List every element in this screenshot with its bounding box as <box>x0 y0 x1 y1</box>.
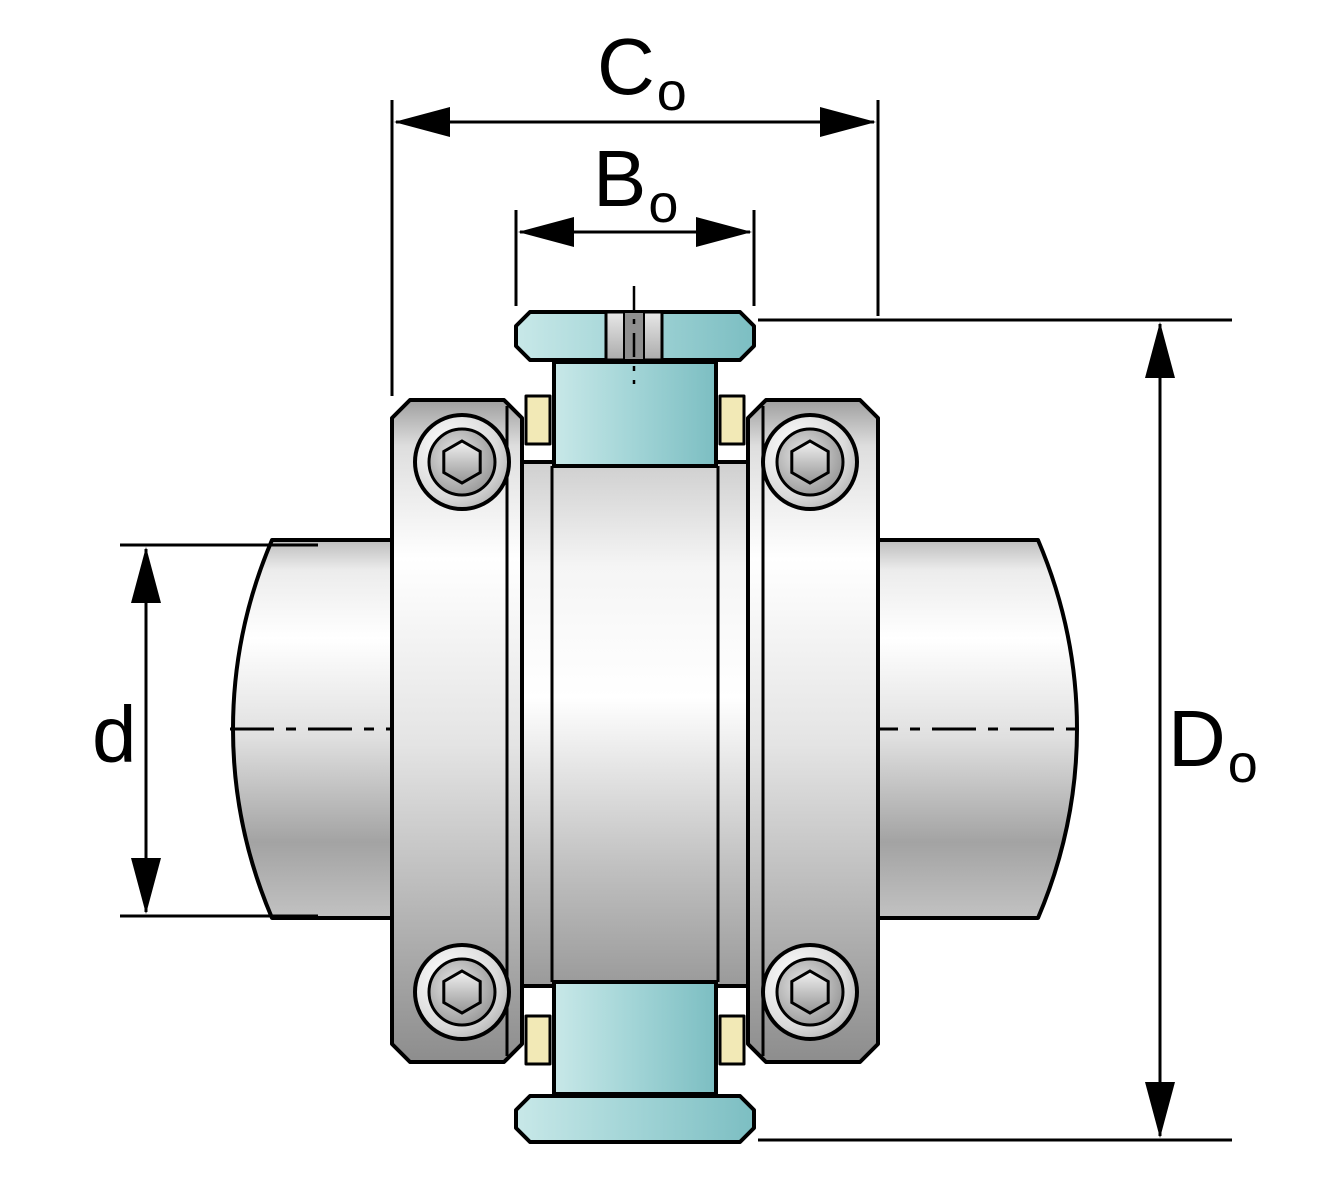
label-co: Co <box>597 22 687 122</box>
bo-arrowhead-left <box>518 217 574 247</box>
grease-fitting-bottom <box>514 980 756 1144</box>
dimension-d: d <box>92 543 318 918</box>
bolt-bottom-right <box>761 943 859 1041</box>
top-shim-right <box>718 394 746 446</box>
label-do: Do <box>1168 694 1258 794</box>
bottom-shim-right <box>718 1014 746 1066</box>
bolt-top-left <box>413 413 511 511</box>
bottom-cap <box>514 1094 756 1144</box>
left-flange <box>390 398 524 1064</box>
top-shim-left <box>524 394 552 446</box>
housing <box>390 398 880 1064</box>
label-d: d <box>92 690 137 779</box>
grease-fitting-top <box>514 286 756 468</box>
top-adapter-block <box>552 360 718 468</box>
bolt-bottom-left <box>413 943 511 1041</box>
bottom-shim-left <box>524 1014 552 1066</box>
co-arrowhead-right <box>820 107 876 137</box>
bottom-adapter-block <box>552 980 718 1096</box>
dimension-do: Do <box>758 318 1258 1142</box>
d-arrowhead-top <box>131 547 161 603</box>
bolt-top-right <box>761 413 859 511</box>
dimension-co: Co <box>390 22 880 396</box>
do-arrowhead-bottom <box>1145 1082 1175 1138</box>
center-barrel <box>520 460 750 988</box>
co-arrowhead-left <box>394 107 450 137</box>
dimension-bo: Bo <box>514 134 756 306</box>
d-arrowhead-bottom <box>131 858 161 914</box>
label-bo: Bo <box>593 134 678 234</box>
do-arrowhead-top <box>1145 322 1175 378</box>
bo-arrowhead-right <box>696 217 752 247</box>
right-flange <box>746 398 880 1064</box>
